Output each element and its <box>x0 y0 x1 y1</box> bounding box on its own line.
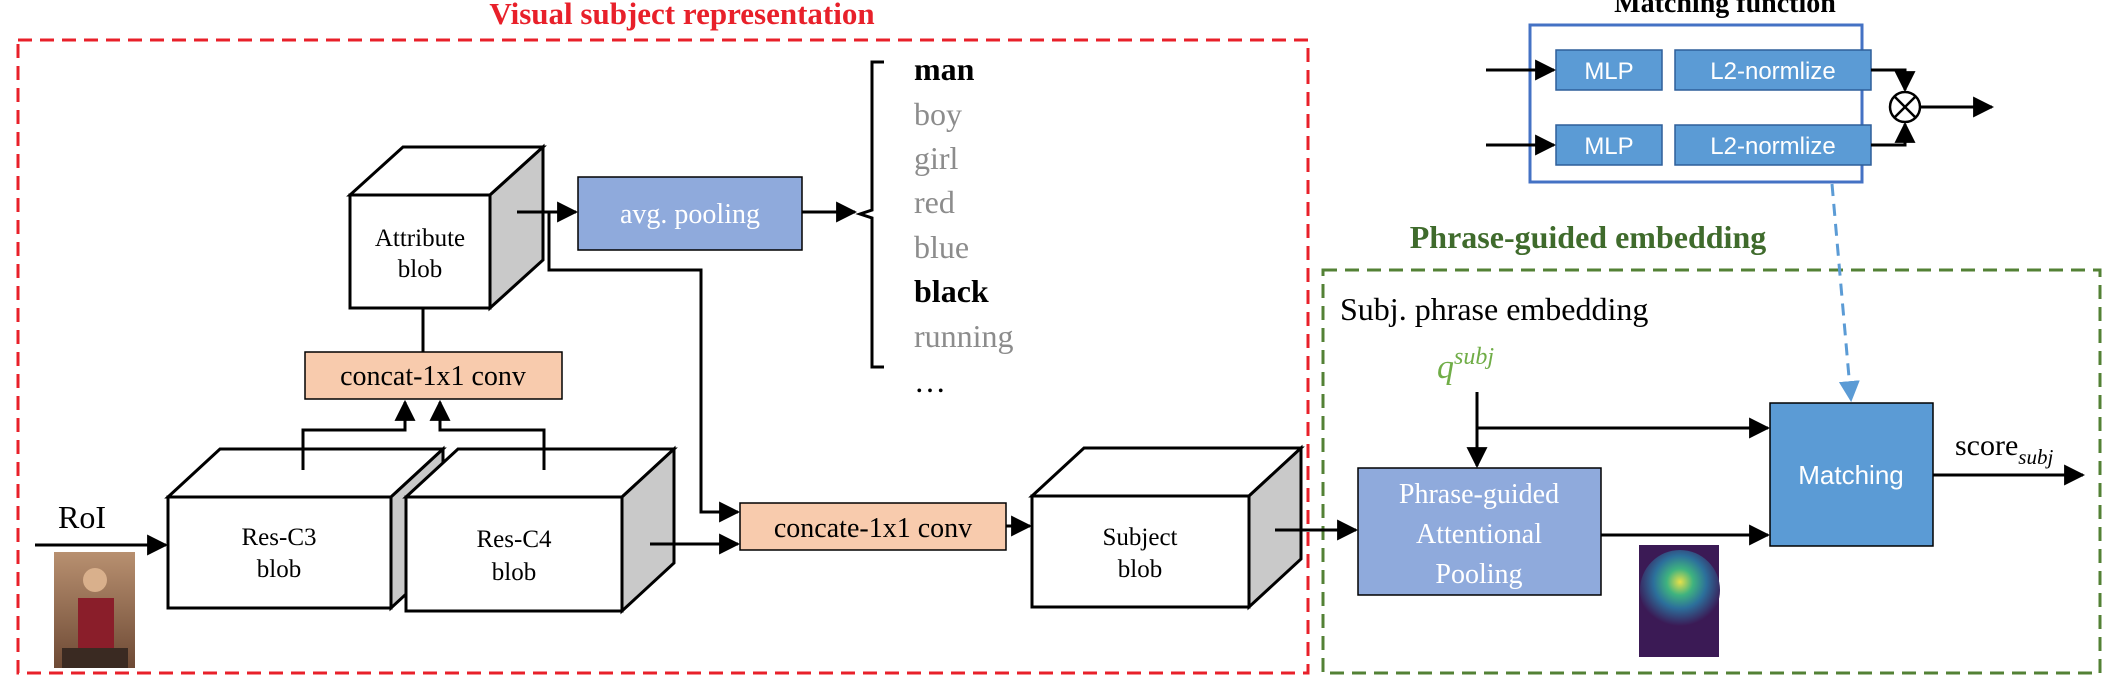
attribute-blob-label-1: Attribute <box>375 225 465 252</box>
dashed-link-arrow <box>1830 183 1860 403</box>
q-superscript: subj <box>1454 344 1494 370</box>
res-c3-blob-cube: Res-C3 blob <box>164 445 447 612</box>
subject-blob-cube: Subject blob <box>1028 444 1305 611</box>
pgap-label-3: Pooling <box>1435 559 1522 590</box>
attribute-word: man <box>914 51 975 87</box>
attribute-word: red <box>914 184 955 220</box>
matching-label: Matching <box>1798 460 1904 490</box>
q-subj-label: qsubj <box>1437 344 1494 386</box>
mlp-label-bottom: MLP <box>1584 133 1633 160</box>
res-c4-label-1: Res-C4 <box>477 526 553 553</box>
concat-conv-label: concat-1x1 conv <box>340 361 526 392</box>
attribute-word: black <box>914 273 989 309</box>
avg-pooling-label: avg. pooling <box>620 199 760 230</box>
roi-label: RoI <box>58 499 106 535</box>
pgap-label-2: Attentional <box>1416 519 1542 550</box>
subject-blob-label-2: blob <box>1118 556 1162 583</box>
avg-pooling-box: avg. pooling <box>577 176 803 251</box>
q-symbol: q <box>1437 349 1454 386</box>
phrase-section-frame <box>1321 268 2102 675</box>
subject-blob-label-1: Subject <box>1103 524 1178 551</box>
matching-function-frame <box>1528 23 1864 184</box>
res-c4-blob-cube: Res-C4 blob <box>402 445 678 615</box>
l2-box-bottom: L2-normlize <box>1674 124 1872 166</box>
l2-label-bottom: L2-normlize <box>1710 133 1835 160</box>
matching-function-title: Matching function <box>1614 0 1836 19</box>
concate-conv-box: concate-1x1 conv <box>739 502 1007 551</box>
roi-thumbnail <box>54 552 135 668</box>
attribute-word: running <box>914 318 1014 354</box>
attribute-word: blue <box>914 229 969 265</box>
visual-section-title: Visual subject representation <box>489 0 874 31</box>
phrase-section-title: Phrase-guided embedding <box>1410 219 1766 255</box>
score-subj-label: scoresubj <box>1955 429 2053 469</box>
pgap-label-1: Phrase-guided <box>1399 479 1559 510</box>
connectors <box>35 59 2086 556</box>
attribute-word: girl <box>914 140 959 176</box>
visual-section-frame <box>16 38 1310 675</box>
attribute-bracket <box>855 60 884 369</box>
product-node <box>1888 90 1922 124</box>
attribute-blob-label-2: blob <box>398 256 442 283</box>
concat-conv-box: concat-1x1 conv <box>304 351 563 400</box>
pgap-box: Phrase-guided Attentional Pooling <box>1357 467 1602 596</box>
concate-conv-label: concate-1x1 conv <box>774 513 972 544</box>
attention-heatmap <box>1639 545 1720 657</box>
matching-box: Matching <box>1769 402 1934 547</box>
res-c4-label-2: blob <box>492 559 536 586</box>
mlp-box-bottom: MLP <box>1555 124 1663 166</box>
attribute-list: man boy girl red blue black running … <box>914 51 1014 399</box>
subj-phrase-embedding-label: Subj. phrase embedding <box>1340 291 1648 327</box>
attribute-word: … <box>914 363 946 399</box>
score-subscript: subj <box>2018 445 2053 469</box>
score-text: score <box>1955 429 2018 462</box>
l2-label-top: L2-normlize <box>1710 58 1835 85</box>
res-c3-label-1: Res-C3 <box>242 524 317 551</box>
attribute-word: boy <box>914 96 962 132</box>
res-c3-label-2: blob <box>257 556 301 583</box>
mlp-label-top: MLP <box>1584 58 1633 85</box>
attribute-blob-cube: Attribute blob <box>346 143 547 312</box>
mlp-box-top: MLP <box>1555 49 1663 91</box>
l2-box-top: L2-normlize <box>1674 49 1872 91</box>
